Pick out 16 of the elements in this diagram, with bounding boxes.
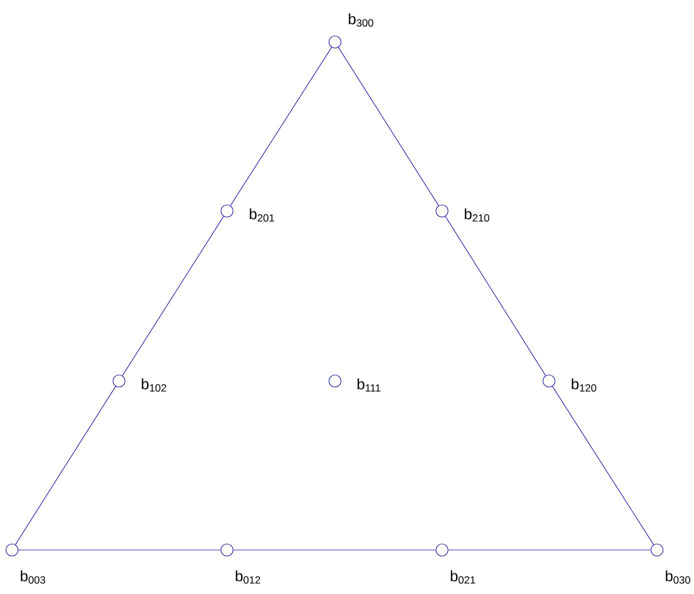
point-label: b$_{030}$ bbox=[666, 570, 690, 584]
triangle-side bbox=[230, 47, 332, 206]
point-label: b$_{021}$ bbox=[450, 570, 476, 584]
triangle-side bbox=[338, 47, 439, 206]
point-label: b$_{120}$ bbox=[572, 378, 596, 392]
point-label: b$_{111}$ bbox=[358, 378, 380, 392]
point-label: b$_{102}$ bbox=[142, 378, 166, 392]
point-label: b$_{012}$ bbox=[236, 570, 260, 584]
triangle-side bbox=[122, 216, 224, 376]
point-label: b$_{003}$ bbox=[20, 570, 46, 584]
triangle-side bbox=[552, 386, 654, 545]
triangle-side bbox=[445, 216, 546, 376]
triangle-side bbox=[15, 386, 116, 545]
point-label: b$_{201}$ bbox=[250, 208, 274, 222]
point-label: b$_{210}$ bbox=[464, 208, 490, 222]
point-label: b$_{300}$ bbox=[348, 13, 374, 27]
